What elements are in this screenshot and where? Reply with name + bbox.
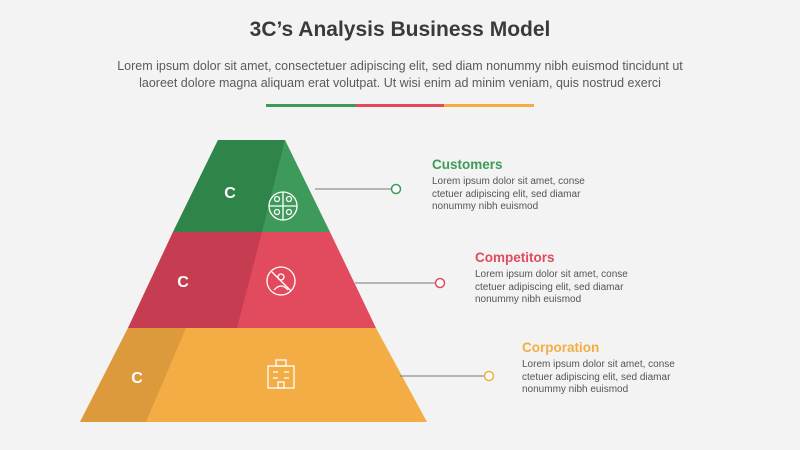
pyramid-level-competitors: C — [128, 232, 376, 328]
no-person-icon — [266, 266, 296, 296]
divider-red — [356, 104, 444, 107]
divider-green — [266, 104, 356, 107]
label-customers-line-2: ctetuer adipiscing elit, sed diamar — [432, 188, 581, 200]
level-corporation-letter: C — [131, 370, 143, 387]
label-corporation-line-1: Lorem ipsum dolor sit amet, conse — [522, 359, 675, 370]
label-customers-line-3: nonummy nibh euismod — [432, 201, 539, 212]
label-customers: Customers Lorem ipsum dolor sit amet, co… — [432, 157, 652, 214]
label-customers-line-1: Lorem ipsum dolor sit amet, conse — [432, 176, 585, 187]
label-competitors-line-3: nonummy nibh euismod — [475, 294, 582, 305]
label-corporation: Corporation Lorem ipsum dolor sit amet, … — [522, 340, 742, 397]
connector-customers — [315, 183, 402, 195]
label-customers-text: Lorem ipsum dolor sit amet, conse ctetue… — [432, 176, 652, 214]
level-corporation-shade — [80, 328, 186, 422]
connector-competitors — [355, 277, 446, 289]
label-corporation-text: Lorem ipsum dolor sit amet, conse ctetue… — [522, 359, 742, 397]
label-customers-title: Customers — [432, 157, 503, 172]
connector-customers-dot — [390, 183, 402, 195]
connector-corporation — [400, 370, 495, 382]
level-competitors-letter: C — [177, 274, 189, 291]
page-title: 3C’s Analysis Business Model — [249, 18, 551, 41]
people-group-icon — [268, 191, 298, 221]
label-competitors-title: Competitors — [475, 250, 555, 265]
label-competitors: Competitors Lorem ipsum dolor sit amet, … — [475, 250, 695, 307]
label-corporation-title: Corporation — [522, 340, 600, 355]
connector-competitors-dot — [434, 277, 446, 289]
level-customers-letter: C — [224, 185, 236, 202]
divider-orange — [444, 104, 534, 107]
label-corporation-line-3: nonummy nibh euismod — [522, 384, 629, 395]
level-customers-shade — [173, 140, 285, 232]
label-corporation-line-2: ctetuer adipiscing elit, sed diamar — [522, 371, 671, 383]
pyramid-level-customers: C — [173, 140, 330, 232]
building-icon — [267, 359, 295, 389]
level-competitors-shade — [128, 232, 262, 328]
page-subtitle: Lorem ipsum dolor sit amet, consectetuer… — [50, 58, 750, 92]
subtitle-line-2: laoreet dolore magna aliquam erat volutp… — [139, 76, 661, 90]
label-competitors-line-1: Lorem ipsum dolor sit amet, conse — [475, 269, 628, 280]
label-competitors-text: Lorem ipsum dolor sit amet, conse ctetue… — [475, 269, 695, 307]
pyramid-level-corporation: C — [80, 328, 427, 422]
subtitle-line-1: Lorem ipsum dolor sit amet, consectetuer… — [117, 59, 683, 73]
connector-corporation-dot — [483, 370, 495, 382]
label-competitors-line-2: ctetuer adipiscing elit, sed diamar — [475, 281, 624, 293]
